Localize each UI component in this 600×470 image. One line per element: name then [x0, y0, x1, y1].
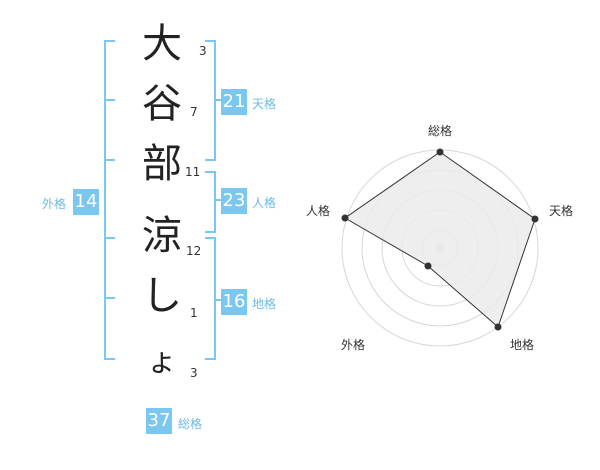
stroke-count-3: 11 — [185, 165, 201, 179]
name-char-6: ょ — [147, 344, 177, 379]
stroke-count-1: 3 — [199, 44, 207, 58]
tenkaku-value: 21 — [221, 89, 247, 115]
stroke-count-4: 12 — [186, 244, 202, 258]
radar-label-jinkaku: 人格 — [306, 204, 331, 218]
radar-area — [344, 151, 536, 328]
soukaku-label: 総格 — [178, 417, 203, 431]
radar-point-gaikaku — [424, 262, 432, 270]
radar-point-soukaku — [436, 148, 444, 156]
gaikaku-bracket — [104, 40, 115, 360]
stroke-count-5: 1 — [190, 306, 198, 320]
radar-point-chikaku — [494, 323, 502, 331]
jinkaku-bracket — [205, 171, 216, 233]
radar-label-tenkaku: 天格 — [549, 204, 574, 218]
tenkaku-label: 天格 — [252, 97, 277, 111]
gaikaku-label: 外格 — [42, 197, 67, 211]
name-char-4: 涼 — [142, 213, 182, 259]
name-char-3: 部 — [142, 141, 182, 187]
radar-label-chikaku: 地格 — [510, 338, 535, 352]
name-char-1: 大 — [142, 21, 182, 67]
stroke-count-2: 7 — [190, 105, 198, 119]
chikaku-label: 地格 — [252, 297, 277, 311]
jinkaku-value: 23 — [221, 188, 247, 214]
name-char-5: し — [142, 273, 182, 319]
chikaku-value: 16 — [221, 289, 247, 315]
radar-point-tenkaku — [531, 215, 539, 223]
jinkaku-label: 人格 — [252, 196, 277, 210]
stroke-count-6: 3 — [190, 366, 198, 380]
radar-label-gaikaku: 外格 — [341, 338, 366, 352]
chikaku-bracket — [205, 237, 216, 360]
radar-point-jinkaku — [341, 214, 349, 222]
gaikaku-value: 14 — [73, 189, 99, 215]
name-char-2: 谷 — [142, 81, 182, 127]
radar-label-soukaku: 総格 — [428, 124, 453, 138]
soukaku-value: 37 — [146, 408, 172, 434]
